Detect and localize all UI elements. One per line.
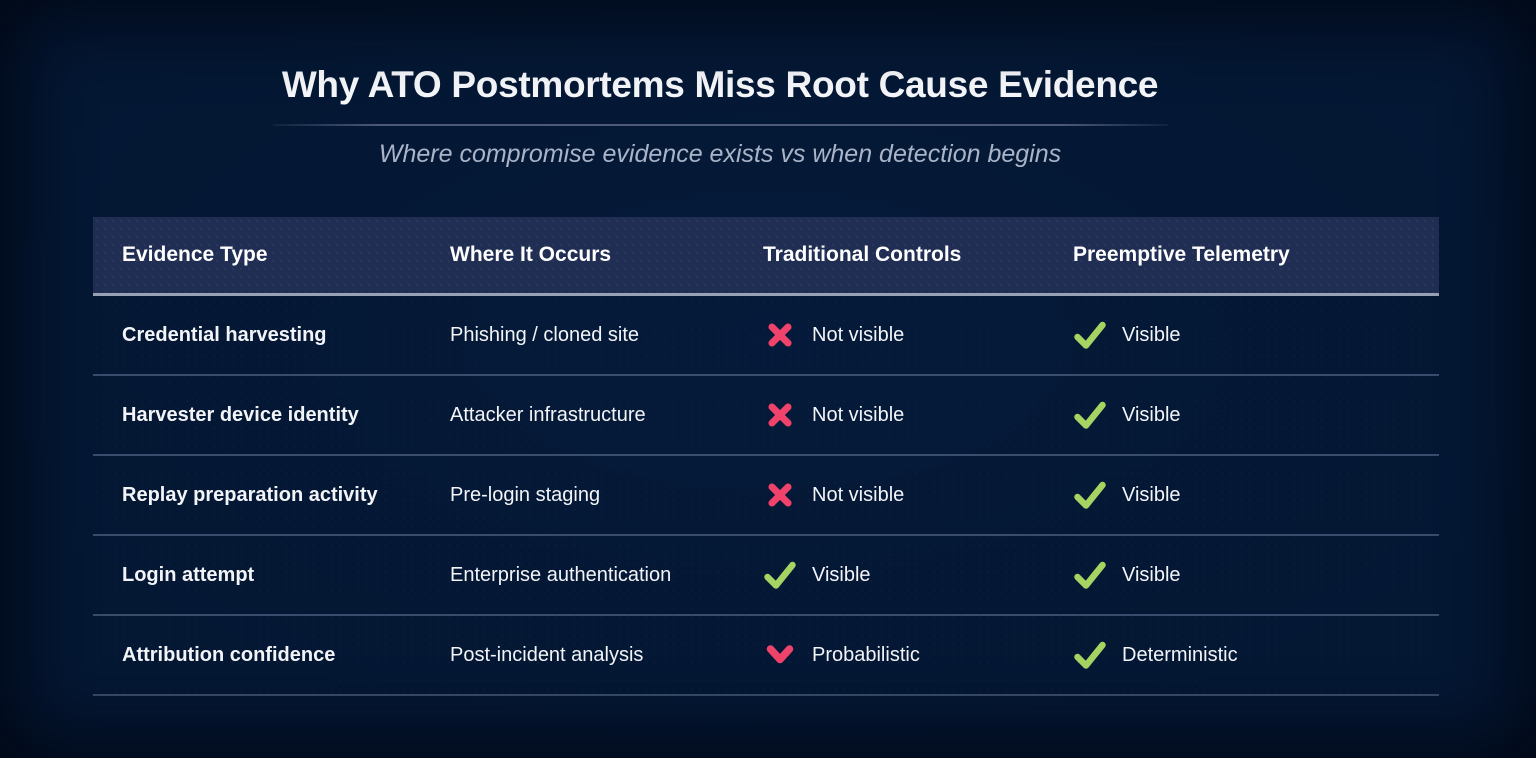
preemptive-telemetry-cell: Visible [1073,560,1439,590]
check-icon [1073,480,1107,510]
comparison-table: Evidence Type Where It Occurs Traditiona… [93,217,1439,696]
traditional-controls-cell: Not visible [763,400,1073,430]
status-label: Not visible [812,484,905,506]
table-row: Login attempt Enterprise authentication … [93,536,1439,616]
check-icon [1073,560,1107,590]
x-icon [763,320,797,350]
evidence-type-cell: Attribution confidence [122,644,336,666]
traditional-controls-cell: Probabilistic [763,643,1073,667]
where-it-occurs-cell: Attacker infrastructure [450,404,646,426]
preemptive-telemetry-cell: Deterministic [1073,640,1439,670]
table-row: Harvester device identity Attacker infra… [93,376,1439,456]
x-icon [763,480,797,510]
table-row: Attribution confidence Post-incident ana… [93,616,1439,696]
where-it-occurs-cell: Post-incident analysis [450,644,644,666]
title-block: Why ATO Postmortems Miss Root Cause Evid… [0,64,1488,169]
status-label: Visible [812,564,871,586]
evidence-type-cell: Credential harvesting [122,324,327,346]
status-label: Visible [1122,564,1181,586]
preemptive-telemetry-cell: Visible [1073,400,1439,430]
preemptive-telemetry-cell: Visible [1073,480,1439,510]
where-it-occurs-cell: Enterprise authentication [450,564,672,586]
evidence-type-cell: Login attempt [122,564,255,586]
evidence-type-cell: Harvester device identity [122,404,359,426]
column-header-traditional-controls: Traditional Controls [763,243,962,267]
status-label: Not visible [812,404,905,426]
where-it-occurs-cell: Pre-login staging [450,484,601,506]
chevron-down-icon [763,644,797,666]
column-header-where-it-occurs: Where It Occurs [450,243,612,267]
evidence-type-cell: Replay preparation activity [122,484,378,506]
check-icon [1073,400,1107,430]
status-label: Deterministic [1122,644,1238,666]
traditional-controls-cell: Not visible [763,320,1073,350]
status-label: Not visible [812,324,905,346]
table-header-row: Evidence Type Where It Occurs Traditiona… [93,217,1439,296]
status-label: Visible [1122,484,1181,506]
status-label: Visible [1122,324,1181,346]
status-label: Probabilistic [812,644,920,666]
traditional-controls-cell: Not visible [763,480,1073,510]
page-subtitle: Where compromise evidence exists vs when… [378,140,1062,168]
column-header-evidence-type: Evidence Type [122,243,268,267]
table-row: Replay preparation activity Pre-login st… [93,456,1439,536]
where-it-occurs-cell: Phishing / cloned site [450,324,640,346]
check-icon [763,560,797,590]
traditional-controls-cell: Visible [763,560,1073,590]
title-divider [272,124,1168,126]
page-title: Why ATO Postmortems Miss Root Cause Evid… [281,64,1159,105]
check-icon [1073,640,1107,670]
table-row: Credential harvesting Phishing / cloned … [93,296,1439,376]
check-icon [1073,320,1107,350]
preemptive-telemetry-cell: Visible [1073,320,1439,350]
column-header-preemptive-telemetry: Preemptive Telemetry [1073,243,1290,267]
x-icon [763,400,797,430]
status-label: Visible [1122,404,1181,426]
